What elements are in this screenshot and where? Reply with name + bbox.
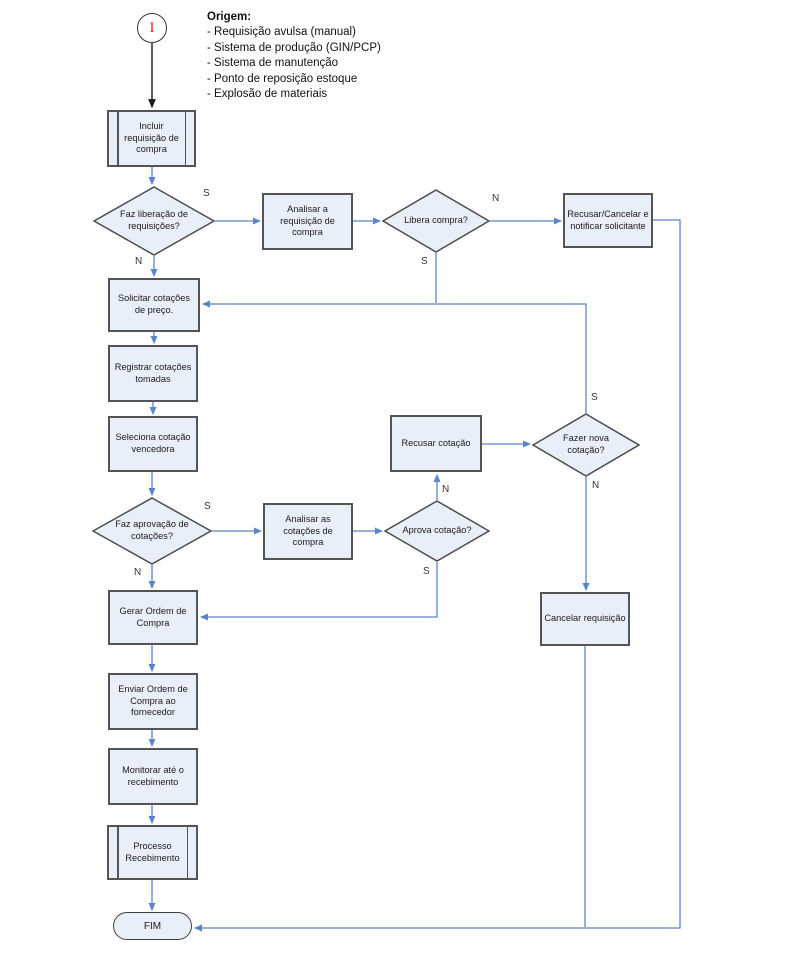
edge-recusar-cancelar-to-fim <box>194 219 681 932</box>
process-monitorar-node: Monitorar até o recebimento <box>108 748 198 805</box>
decision-fazer-nova-cotacao-label: Fazer nova cotação? <box>563 433 609 455</box>
predef-bar-left <box>117 112 119 165</box>
origin-title: Origem: <box>207 11 252 23</box>
origin-note: Origem: - Requisição avulsa (manual) - S… <box>207 9 381 103</box>
edge-fazer-nova-s-to-solicitar <box>202 300 587 413</box>
process-gerar-ordem-node: Gerar Ordem de Compra <box>108 590 198 645</box>
diamond-shape <box>92 497 212 565</box>
process-registrar-cotacoes-label: Registrar cotações tomadas <box>114 361 192 384</box>
process-recusar-cancelar-node: Recusar/Cancelar e notificar solicitante <box>563 193 653 248</box>
branch-label-libera-no: N <box>492 193 500 204</box>
decision-libera-compra-node: Libera compra? <box>382 189 490 253</box>
origin-item: - Sistema de manutenção <box>207 57 339 70</box>
diamond-shape <box>93 186 215 256</box>
branch-label-faz-liberacao-yes: S <box>203 188 210 199</box>
process-gerar-ordem-label: Gerar Ordem de Compra <box>119 605 187 628</box>
decision-faz-liberacao-label: Faz liberação de requisições? <box>120 209 188 231</box>
process-incluir-requisicao-label: Incluir requisição de compra <box>124 120 179 155</box>
end-node: FIM <box>113 912 192 940</box>
predef-bar-right <box>184 112 186 165</box>
process-recusar-cotacao-node: Recusar cotação <box>390 415 482 472</box>
process-recebimento-label: Processo Recebimento <box>125 840 180 863</box>
process-recebimento-node: Processo Recebimento <box>107 825 198 880</box>
origin-item: - Ponto de reposição estoque <box>207 72 358 85</box>
diamond-shape <box>384 500 490 562</box>
process-analisar-cotacoes-node: Analisar as cotações de compra <box>263 503 353 560</box>
diamond-shape <box>532 413 640 477</box>
origin-item: - Sistema de produção (GIN/PCP) <box>207 41 381 54</box>
origin-item: - Requisição avulsa (manual) <box>207 26 356 38</box>
decision-faz-aprovacao-node: Faz aprovação de cotações? <box>92 497 212 565</box>
branch-label-faz-liberacao-no: N <box>135 256 143 267</box>
diamond-shape <box>382 189 490 253</box>
process-cancelar-requisicao-node: Cancelar requisição <box>540 592 630 646</box>
branch-label-aprova-yes: S <box>423 566 430 577</box>
predef-bar-right <box>186 827 188 878</box>
predef-bar-left <box>117 827 119 878</box>
process-enviar-ordem-node: Enviar Ordem de Compra ao fornecedor <box>108 673 198 730</box>
process-analisar-requisicao-label: Analisar a requisição de compra <box>280 203 335 238</box>
process-seleciona-cotacao-node: Seleciona cotação vencedora <box>108 416 198 472</box>
process-analisar-requisicao-node: Analisar a requisição de compra <box>262 193 353 250</box>
start-symbol-label: I <box>149 19 155 36</box>
process-incluir-requisicao-node: Incluir requisição de compra <box>107 110 196 167</box>
decision-faz-liberacao-node: Faz liberação de requisições? <box>93 186 215 256</box>
process-enviar-ordem-label: Enviar Ordem de Compra ao fornecedor <box>118 683 188 718</box>
decision-fazer-nova-cotacao-node: Fazer nova cotação? <box>532 413 640 477</box>
branch-label-faz-aprovacao-yes: S <box>204 501 211 512</box>
decision-aprova-cotacao-node: Aprova cotação? <box>384 500 490 562</box>
decision-faz-aprovacao-label: Faz aprovação de cotações? <box>115 519 189 541</box>
branch-label-fazer-nova-yes: S <box>591 392 598 403</box>
branch-label-fazer-nova-no: N <box>592 480 600 491</box>
process-registrar-cotacoes-node: Registrar cotações tomadas <box>108 345 198 402</box>
process-solicitar-cotacoes-node: Solicitar cotações de preço. <box>108 278 200 332</box>
edge-aprova-s-to-gerar <box>200 562 438 621</box>
branch-label-faz-aprovacao-no: N <box>134 567 142 578</box>
process-recusar-cotacao-label: Recusar cotação <box>401 437 471 448</box>
decision-libera-compra-label: Libera compra? <box>404 215 468 226</box>
decision-aprova-cotacao-label: Aprova cotação? <box>402 525 472 536</box>
branch-label-libera-yes: S <box>421 256 428 267</box>
end-node-label: FIM <box>143 920 162 932</box>
process-monitorar-label: Monitorar até o recebimento <box>122 764 184 787</box>
process-solicitar-cotacoes-label: Solicitar cotações de preço. <box>117 293 190 315</box>
process-analisar-cotacoes-label: Analisar as cotações de compra <box>283 513 333 548</box>
origin-item: - Explosão de materiais <box>207 88 328 101</box>
process-recusar-cancelar-label: Recusar/Cancelar e notificar solicitante <box>567 208 649 231</box>
branch-label-aprova-no: N <box>442 484 450 495</box>
process-cancelar-requisicao-label: Cancelar requisição <box>544 613 626 624</box>
process-seleciona-cotacao-label: Seleciona cotação vencedora <box>115 432 191 454</box>
start-node: I <box>137 13 167 43</box>
